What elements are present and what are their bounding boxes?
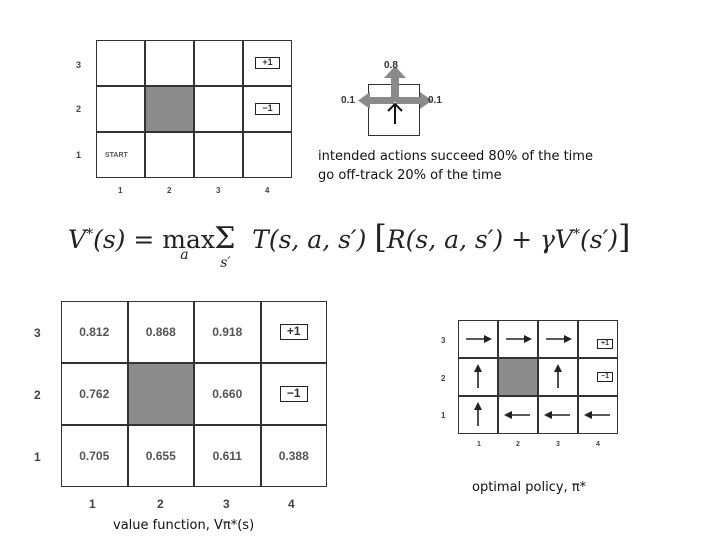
value-grid-cells: 0.812 0.868 0.918 +1 0.762 0.660 −1 0.70…	[61, 301, 327, 487]
arrow-right-icon	[546, 335, 572, 343]
policy-cell-plus: +1	[578, 320, 618, 358]
arrow-left-icon	[584, 411, 610, 419]
arrow-up-icon	[474, 364, 482, 388]
value-col-label-2: 2	[157, 497, 164, 511]
value-cell: 0.705	[61, 425, 128, 487]
policy-cell-wall	[498, 358, 538, 396]
value-cell-plus: +1	[260, 301, 327, 363]
top-cell-wall	[145, 86, 194, 132]
policy-cell	[538, 396, 578, 434]
top-row-label-2: 2	[76, 104, 82, 114]
top-row-label-1: 1	[76, 150, 82, 160]
top-cell-4-2: −1	[243, 86, 292, 132]
value-cell: 0.655	[127, 425, 194, 487]
noise-arrows-icon	[358, 66, 432, 124]
forward-prob: 0.8	[384, 60, 398, 71]
top-minus-reward: −1	[255, 103, 280, 115]
top-grid-cells: +1 −1 START	[96, 40, 292, 178]
policy-cell-minus: −1	[578, 358, 618, 396]
top-cell-2-3	[145, 40, 194, 86]
top-cell-4-1	[243, 132, 292, 178]
value-cell: 0.660	[194, 363, 261, 425]
value-col-label-4: 4	[288, 497, 295, 511]
value-plus-reward: +1	[279, 324, 308, 340]
left-prob: 0.1	[341, 95, 355, 106]
value-cell: 0.611	[194, 425, 261, 487]
policy-minus-reward: −1	[597, 372, 613, 382]
policy-grid-cells: +1 −1	[458, 320, 618, 434]
value-cell: 0.812	[61, 301, 128, 363]
policy-cell	[538, 358, 578, 396]
top-cell-3-3	[194, 40, 243, 86]
noise-caption-line2: go off-track 20% of the time	[318, 168, 502, 183]
value-cell-minus: −1	[260, 363, 327, 425]
top-cell-1-3	[96, 40, 145, 86]
right-prob: 0.1	[428, 95, 442, 106]
top-cell-start: START	[96, 132, 145, 178]
policy-cell	[498, 320, 538, 358]
policy-plus-reward: +1	[597, 339, 613, 349]
noise-caption-line1: intended actions succeed 80% of the time	[318, 149, 593, 164]
value-function-caption: value function, Vπ*(s)	[113, 518, 255, 533]
top-cell-3-1	[194, 132, 243, 178]
policy-row-label-3: 3	[441, 336, 446, 345]
value-minus-reward: −1	[279, 386, 308, 402]
arrow-left-icon	[544, 411, 570, 419]
top-row-label-3: 3	[76, 60, 82, 70]
top-cell-2-1	[145, 132, 194, 178]
value-cell: 0.868	[127, 301, 194, 363]
value-cell: 0.388	[260, 425, 327, 487]
policy-row-label-1: 1	[441, 411, 446, 420]
policy-cell	[498, 396, 538, 434]
value-row-label-2: 2	[34, 388, 41, 402]
top-cell-3-2	[194, 86, 243, 132]
value-cell: 0.762	[61, 363, 128, 425]
top-plus-reward: +1	[255, 57, 280, 69]
value-row-label-1: 1	[34, 450, 41, 464]
policy-cell	[458, 396, 498, 434]
policy-col-label-2: 2	[516, 441, 520, 448]
value-cell-wall	[127, 363, 194, 425]
policy-col-label-4: 4	[596, 441, 600, 448]
value-col-label-3: 3	[223, 497, 230, 511]
policy-col-label-3: 3	[556, 441, 560, 448]
policy-cell	[538, 320, 578, 358]
value-cell: 0.918	[194, 301, 261, 363]
policy-row-label-2: 2	[441, 374, 446, 383]
policy-cell	[578, 396, 618, 434]
value-row-label-3: 3	[34, 326, 41, 340]
policy-cell	[458, 320, 498, 358]
arrow-left-icon	[504, 411, 530, 419]
policy-cell	[458, 358, 498, 396]
top-col-label-3: 3	[216, 186, 221, 195]
arrow-up-icon	[554, 364, 562, 388]
top-cell-4-3: +1	[243, 40, 292, 86]
top-col-label-2: 2	[167, 186, 172, 195]
top-col-label-1: 1	[118, 186, 123, 195]
arrow-right-icon	[466, 335, 492, 343]
value-col-label-1: 1	[89, 497, 96, 511]
arrow-right-icon	[506, 335, 532, 343]
start-label: START	[105, 151, 128, 159]
policy-col-label-1: 1	[477, 441, 481, 448]
top-col-label-4: 4	[265, 186, 270, 195]
top-cell-1-2	[96, 86, 145, 132]
optimal-policy-caption: optimal policy, π*	[472, 480, 587, 495]
arrow-up-icon	[474, 402, 482, 426]
